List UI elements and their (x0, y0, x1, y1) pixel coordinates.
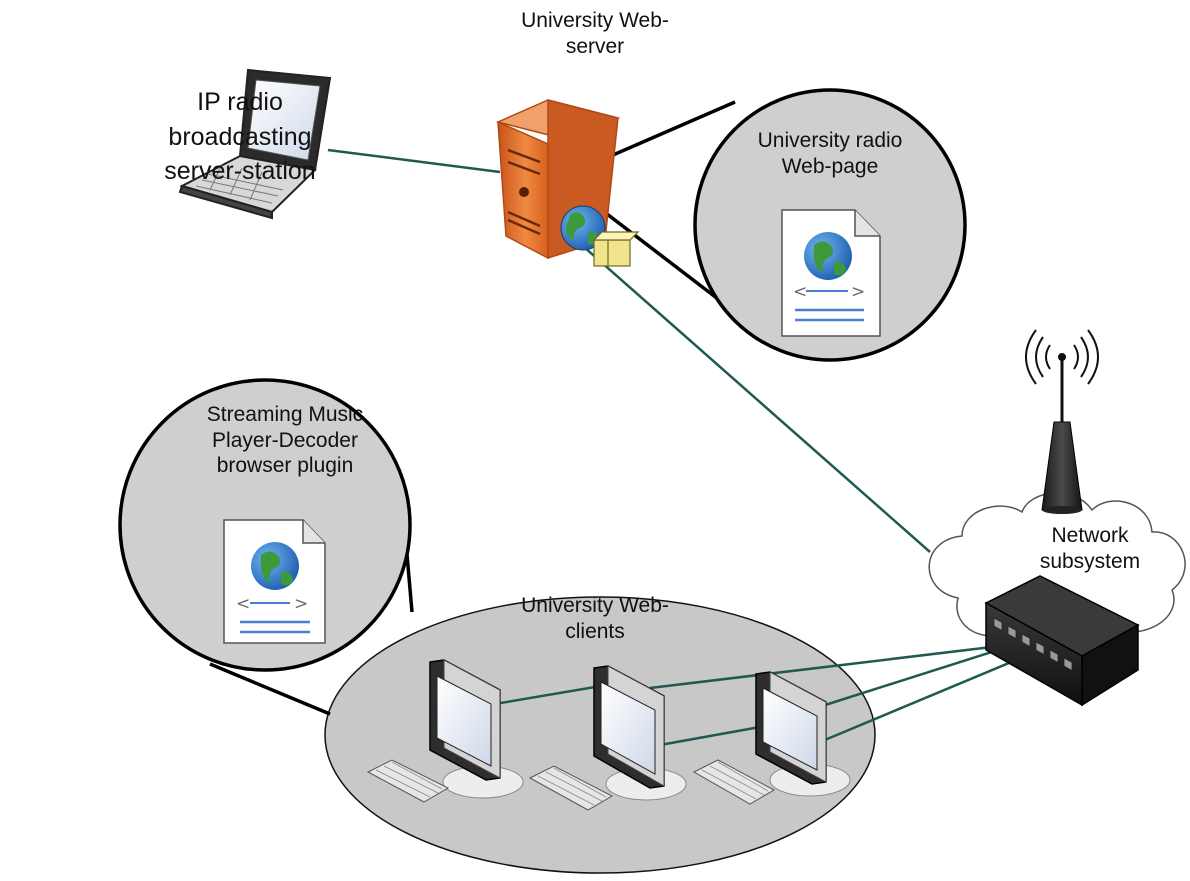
svg-text:>: > (294, 594, 308, 614)
keyboard-icon (692, 759, 776, 805)
svg-text:<: < (236, 594, 250, 614)
antenna-icon (1025, 329, 1099, 514)
workstation-3 (692, 671, 851, 805)
network-subsystem-label: Network subsystem (1039, 524, 1141, 573)
web-page-document-icon: < > (781, 209, 881, 337)
workstation-1 (366, 659, 524, 803)
workstation-2 (528, 665, 687, 811)
keyboard-icon (528, 765, 614, 811)
globe-icon (560, 205, 606, 251)
link-laptop-server (327, 148, 501, 174)
plugin-label: Streaming Music Player-Decoder browser p… (206, 403, 364, 478)
link-switch-client-2 (821, 641, 1021, 708)
radio-web-page-label: University radio Web-page (757, 129, 903, 178)
laptop-icon (178, 68, 332, 220)
svg-text:>: > (851, 282, 865, 302)
keyboard-icon (366, 759, 450, 803)
web-clients-label: University Web- clients (521, 594, 669, 643)
plugin-document-icon: < > (223, 519, 326, 644)
svg-text:<: < (793, 282, 807, 302)
link-client-2-3 (659, 725, 761, 747)
link-switch-client-3 (819, 648, 1041, 744)
web-server-label: University Web- server (521, 9, 669, 58)
link-switch-client-1 (649, 644, 1001, 690)
database-icon (592, 231, 640, 267)
network-switch-icon (984, 575, 1140, 707)
network-links (327, 148, 1041, 747)
link-client-1-2 (494, 685, 596, 706)
laptop-label: IP radio broadcasting server-station (164, 88, 316, 185)
link-server-network (524, 194, 931, 553)
